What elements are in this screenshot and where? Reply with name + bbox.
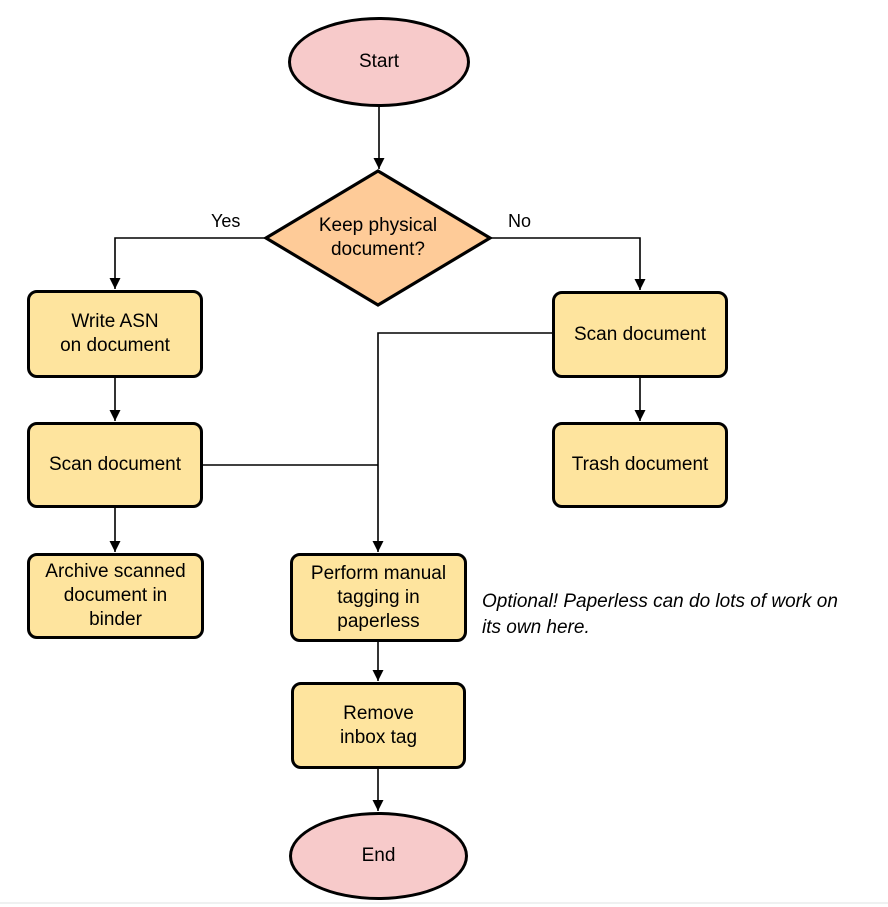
page-bottom-divider: [0, 902, 888, 904]
trash-document-node-label: Trash document: [571, 454, 709, 475]
decision-diamond-shape: [262, 169, 494, 307]
remove-inbox-tag-node-label: Remove inbox tag: [339, 702, 418, 748]
edge-decision-no-to-scan-right: [491, 237, 646, 290]
archive-node: Archive scanned document in binder: [27, 553, 204, 639]
decision-node-label: Keep physical document?: [318, 215, 438, 260]
scan-document-left-node-label: Scan document: [48, 454, 182, 475]
end-node-label: End: [361, 845, 396, 866]
end-node: End: [289, 812, 468, 900]
write-asn-node: Write ASN on document: [27, 290, 203, 378]
edge-scan-right-to-tagging: [372, 332, 552, 552]
remove-inbox-tag-node: Remove inbox tag: [291, 682, 466, 769]
scan-document-right-node-label: Scan document: [573, 323, 707, 345]
edge-decision-yes-to-write-asn: [109, 237, 265, 289]
archive-node-label: Archive scanned document in binder: [45, 561, 186, 630]
start-node-label: Start: [358, 51, 400, 72]
scan-document-left-node: Scan document: [27, 422, 203, 508]
no-branch-label: No: [508, 211, 532, 231]
start-node: Start: [288, 17, 470, 107]
manual-tagging-node: Perform manual tagging in paperless: [290, 553, 467, 642]
manual-tagging-node-label: Perform manual tagging in paperless: [310, 562, 447, 632]
scan-document-right-node: Scan document: [552, 291, 728, 378]
yes-branch-label: Yes: [211, 211, 241, 231]
optional-note: Optional! Paperless can do lots of work …: [482, 591, 838, 638]
write-asn-node-label: Write ASN on document: [60, 311, 170, 356]
trash-document-node: Trash document: [552, 422, 728, 508]
